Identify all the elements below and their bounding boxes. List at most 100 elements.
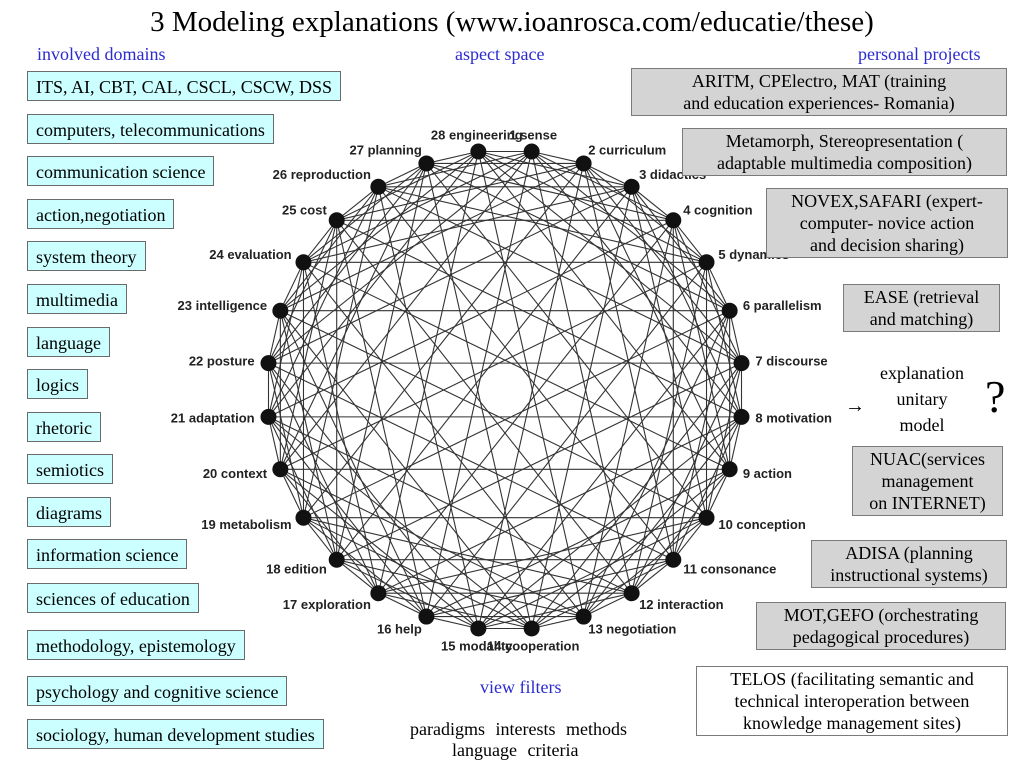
- network-node: [721, 461, 738, 478]
- network-edge: [531, 186, 633, 629]
- network-edge: [267, 416, 281, 470]
- network-node-label: 10 conception: [718, 517, 805, 532]
- view-filters-list: paradigms interests methods language cri…: [410, 719, 633, 761]
- project-box: TELOS (facilitating semantic and technic…: [696, 666, 1008, 736]
- network-nodes: [260, 143, 750, 637]
- network-edge: [268, 219, 674, 418]
- domain-box: psychology and cognitive science: [27, 676, 288, 706]
- network-node: [733, 408, 750, 425]
- network-node: [733, 355, 750, 372]
- network-node: [328, 551, 345, 568]
- page-title: 3 Modeling explanations (www.ioanrosca.c…: [150, 6, 874, 38]
- network-node-label: 8 motivation: [755, 410, 832, 425]
- network-node: [721, 302, 738, 319]
- header-personal-projects: personal projects: [858, 44, 981, 64]
- network-node-label: 17 exploration: [283, 597, 371, 612]
- network-node-label: 15 modality: [441, 638, 513, 653]
- network-edge: [377, 186, 479, 629]
- network-node-label: 26 reproduction: [273, 167, 371, 182]
- network-node-label: 12 interaction: [639, 597, 724, 612]
- network-node-label: 21 adaptation: [171, 410, 255, 425]
- network-node: [418, 608, 435, 625]
- domain-box: ITS, AI, CBT, CAL, CSCL, CSCW, DSS: [27, 71, 342, 101]
- network-node: [470, 620, 487, 637]
- network-edges: [267, 150, 743, 630]
- network-node-label: 1 sense: [509, 128, 557, 143]
- network-edge: [268, 416, 427, 617]
- header-aspect-space: aspect space: [455, 44, 545, 64]
- domain-box: language: [27, 327, 110, 357]
- network-edge: [477, 151, 585, 617]
- domain-box: sciences of education: [27, 583, 199, 613]
- network-edge: [302, 262, 379, 594]
- domain-box: logics: [27, 369, 88, 399]
- network-edge: [426, 559, 674, 618]
- project-box: ARITM, CPElectro, MAT (training and educ…: [631, 68, 1007, 116]
- network-edge: [583, 162, 632, 188]
- network-edge: [303, 310, 730, 519]
- header-involved-domains: involved domains: [37, 44, 166, 64]
- network-edge: [336, 151, 479, 221]
- network-node-label: 13 negotiation: [588, 622, 676, 637]
- network-node-label: 28 engineering: [431, 128, 523, 143]
- network-edge: [279, 469, 304, 518]
- network-node-label: 11 consonance: [683, 562, 776, 577]
- network-node: [272, 302, 289, 319]
- domain-box: action,negotiation: [27, 199, 175, 229]
- network-edge: [706, 469, 731, 518]
- network-edge: [378, 186, 707, 263]
- network-edge: [672, 517, 707, 561]
- network-edge: [631, 362, 742, 594]
- network-edge: [478, 150, 632, 188]
- project-box: MOT,GEFO (orchestrating pedagogical proc…: [756, 602, 1006, 650]
- network-edge: [336, 219, 633, 594]
- network-edge: [268, 362, 674, 561]
- network-node: [665, 212, 682, 229]
- filter-item: language: [452, 740, 517, 760]
- domain-box: diagrams: [27, 497, 111, 527]
- view-filters-label: view filters: [480, 677, 562, 697]
- network-edge: [280, 162, 584, 312]
- network-edge: [268, 163, 427, 364]
- network-edge: [377, 151, 479, 594]
- network-node-label: 23 intelligence: [178, 298, 268, 313]
- network-node: [370, 585, 387, 602]
- network-node: [470, 143, 487, 160]
- network-edge: [729, 416, 743, 470]
- explanation-model-label: explanation unitary model: [880, 363, 964, 435]
- network-node: [418, 155, 435, 172]
- network-edge: [631, 559, 674, 594]
- network-node-label: 16 help: [377, 622, 422, 637]
- network-node-label: 18 edition: [266, 562, 327, 577]
- network-node: [523, 620, 540, 637]
- network-edge: [280, 151, 479, 312]
- network-edge: [531, 468, 730, 629]
- network-edge: [267, 310, 281, 364]
- network-edge: [426, 615, 479, 630]
- network-edge: [426, 468, 730, 618]
- domain-box: computers, telecommunications: [27, 114, 274, 144]
- domain-box: communication science: [27, 156, 215, 186]
- network-edge: [280, 468, 584, 618]
- network-edge: [425, 261, 707, 617]
- network-edge: [377, 186, 674, 561]
- question-mark: ?: [985, 371, 1006, 422]
- network-edge: [425, 163, 533, 629]
- network-edge: [631, 186, 708, 518]
- network-edge: [303, 517, 338, 561]
- network-node: [295, 254, 312, 271]
- network-node: [665, 551, 682, 568]
- project-box: Metamorph, Stereopresentation ( adaptabl…: [682, 128, 1007, 176]
- project-box: NUAC(services management on INTERNET): [852, 446, 1003, 516]
- network-edge: [268, 186, 379, 418]
- network-node-label: 2 curriculum: [588, 142, 666, 157]
- network-edge: [336, 219, 742, 418]
- network-edge: [425, 163, 707, 519]
- domain-box: system theory: [27, 241, 146, 271]
- network-edge: [672, 219, 707, 263]
- network-node-label: 6 parallelism: [743, 298, 822, 313]
- domain-box: methodology, epistemology: [27, 630, 245, 660]
- network-edge: [268, 362, 379, 594]
- network-node-label: 19 metabolism: [201, 517, 291, 532]
